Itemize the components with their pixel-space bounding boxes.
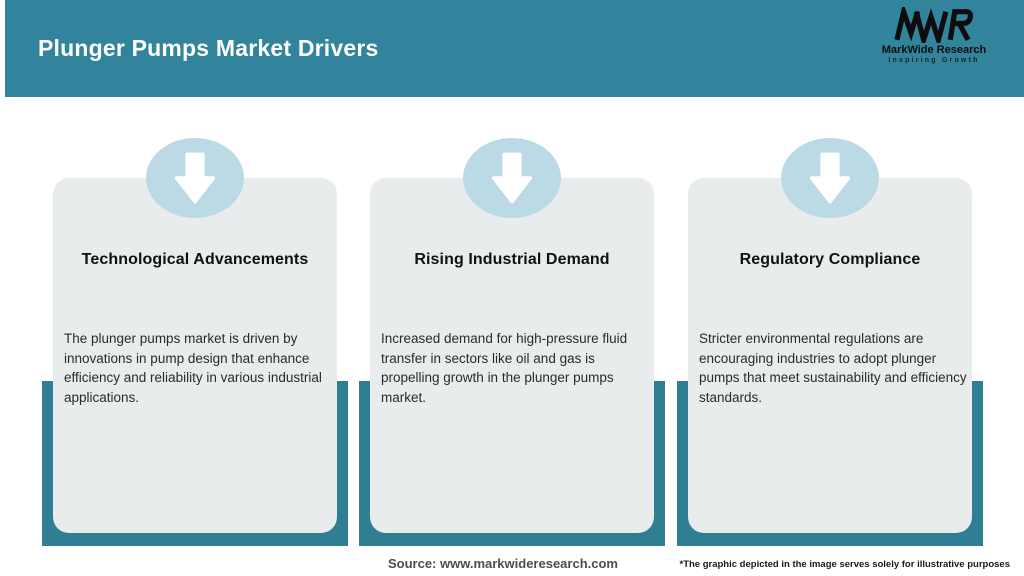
card-title: Rising Industrial Demand [414, 251, 610, 268]
card-title: Regulatory Compliance [739, 251, 921, 268]
card-title: Technological Advancements [81, 251, 309, 268]
header-band: Plunger Pumps Market Drivers MarkWide Re… [5, 0, 1024, 97]
arrow-down-icon [174, 152, 216, 204]
driver-card-technological-advancements: Technological Advancements The plunger p… [42, 138, 348, 546]
card-description: The plunger pumps market is driven by in… [64, 331, 322, 405]
source-text: Source: www.markwideresearch.com [387, 556, 618, 571]
card-panel: Rising Industrial Demand Increased deman… [370, 178, 654, 533]
badge-circle [781, 138, 879, 218]
driver-card-rising-industrial-demand: Rising Industrial Demand Increased deman… [359, 138, 665, 546]
markwide-research-logo: MarkWide Research Inspiring Growth [864, 7, 1004, 64]
disclaimer-text: *The graphic depicted in the image serve… [679, 559, 1011, 570]
logo-name: MarkWide Research [881, 44, 987, 56]
badge-circle [463, 138, 561, 218]
logo-tagline: Inspiring Growth [888, 57, 980, 64]
driver-card-regulatory-compliance: Regulatory Compliance Stricter environme… [677, 138, 983, 546]
card-description: Increased demand for high-pressure fluid… [381, 331, 628, 405]
card-panel: Regulatory Compliance Stricter environme… [688, 178, 972, 533]
badge-circle [146, 138, 244, 218]
arrow-down-icon [809, 152, 851, 204]
mwr-monogram-icon [894, 7, 973, 43]
card-panel: Technological Advancements The plunger p… [53, 178, 337, 533]
page-title: Plunger Pumps Market Drivers [38, 35, 379, 61]
card-description: Stricter environmental regulations are e… [699, 331, 967, 405]
arrow-down-icon [491, 152, 533, 204]
